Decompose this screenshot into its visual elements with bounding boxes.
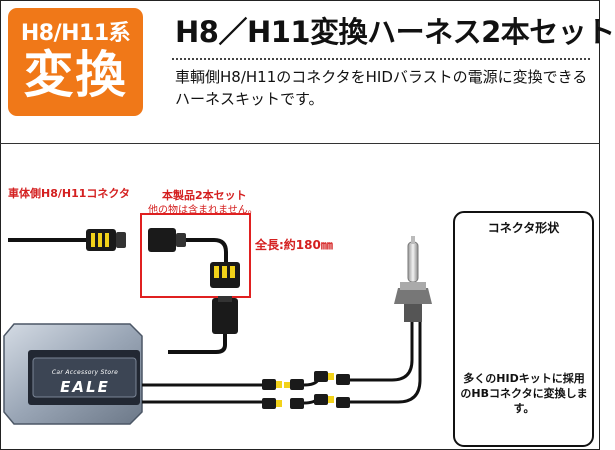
product-description: 車輌側H8/H11のコネクタをHIDバラストの電源に変換できるハーネスキットです…	[175, 68, 588, 108]
ballast-brand-text: Car Accessory Store	[51, 369, 119, 376]
ballast-output-wires	[142, 383, 262, 404]
ballast-power-plug	[168, 296, 238, 354]
harness-hb-plug	[210, 262, 240, 288]
total-length-label: 全長:約180㎜	[255, 238, 333, 252]
connector-shape-caption: 多くのHIDキットに採用のHBコネクタに変換します。	[460, 372, 588, 415]
vehicle-connector-label: 車体側H8/H11コネクタ	[8, 187, 130, 200]
ballast-model-text: EALE	[60, 378, 110, 396]
category-badge: H8/H11系 変換	[8, 8, 143, 116]
hid-bulb	[394, 236, 432, 322]
vehicle-h8-connector	[86, 229, 126, 251]
page-title: H8／H11変換ハーネス2本セット	[175, 15, 615, 49]
harness-h8-plug	[148, 228, 176, 252]
inline-connector-pair-2	[314, 322, 422, 408]
product-set-label: 本製品2本セット	[162, 189, 247, 202]
header-separator	[0, 143, 600, 144]
connector-shape-title: コネクタ形状	[487, 221, 560, 235]
title-underline	[172, 58, 590, 60]
badge-line2: 変換	[23, 46, 128, 104]
inline-connector-pair	[262, 379, 320, 409]
not-included-note: 他の物は含まれません。	[148, 205, 258, 216]
connector-shape-panel: コネクタ形状 多くのHIDキットに採用のHBコネクタに変換します。	[453, 211, 594, 447]
product-harness	[140, 213, 251, 298]
hid-ballast	[3, 323, 143, 425]
badge-line1: H8/H11系	[20, 21, 131, 46]
